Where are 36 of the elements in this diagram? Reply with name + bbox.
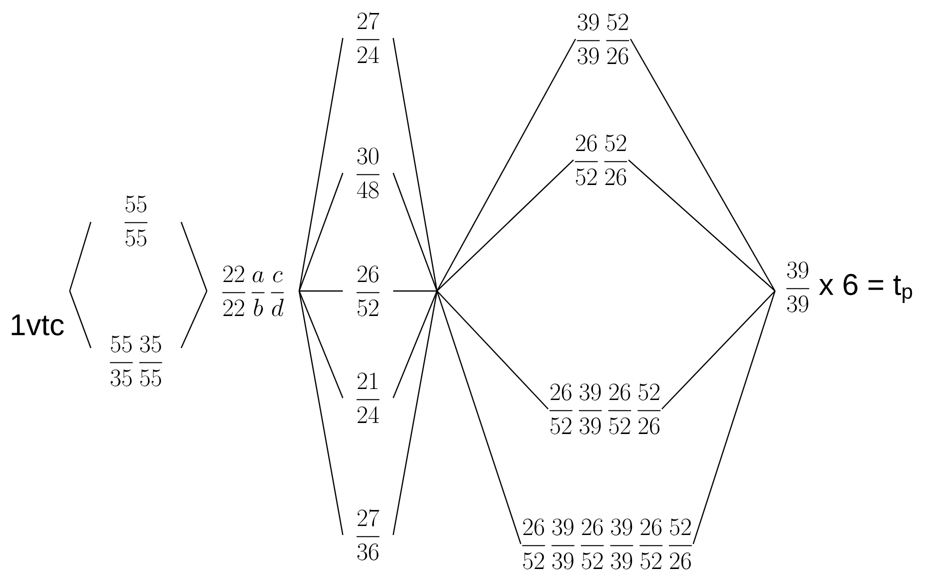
fraction-group: $\frac{39}{39}\,\frac{52}{26}$ xyxy=(576,14,630,64)
connector-line xyxy=(393,290,437,292)
label-text: 1vtc xyxy=(12,314,64,336)
connector-line xyxy=(298,172,344,292)
connector-line xyxy=(692,290,776,544)
fraction-group: $\frac{26}{52}\,\frac{52}{26}$ xyxy=(574,134,628,186)
fraction-group: $\frac{26}{52}\,\frac{39}{39}\,\frac{26}{52}\,\frac{52}{26}$ xyxy=(550,384,660,434)
connector-line xyxy=(436,290,522,544)
fraction-group: $\frac{26}{52}$ xyxy=(356,266,380,316)
connector-line xyxy=(630,38,776,292)
fraction-group: $\frac{22}{22}\,\frac{a}{b}\,\frac{c}{d}$ xyxy=(222,266,284,316)
fraction-group: $\frac{27}{24}$ xyxy=(356,12,380,63)
connector-line xyxy=(661,290,776,410)
fraction-group: $\frac{30}{48}$ xyxy=(356,148,380,198)
connector-line xyxy=(628,160,776,292)
fraction-group: $\frac{21}{24}$ xyxy=(356,372,380,423)
connector-line xyxy=(180,290,208,348)
connector-line xyxy=(436,290,549,410)
connector-line xyxy=(180,222,208,292)
formula-text: $\frac{39}{39}$ x 6 = t$_{p}$ xyxy=(786,262,912,312)
fraction-group: $\frac{55}{35}\,\frac{35}{55}$ xyxy=(110,336,162,386)
fraction-group: $\frac{55}{55}$ xyxy=(124,196,148,246)
connector-line xyxy=(436,160,574,292)
connector-line xyxy=(436,38,576,292)
connector-line xyxy=(299,290,343,292)
connector-line xyxy=(69,222,92,292)
connector-line xyxy=(392,290,438,536)
connector-line xyxy=(298,38,344,292)
connector-line xyxy=(298,290,344,398)
fraction-group: $\frac{26}{52}\,\frac{39}{39}\,\frac{26}{52}\,\frac{39}{39}\,\frac{26}{52}\,\frac{52}{26}$ xyxy=(522,518,692,570)
connector-line xyxy=(69,290,92,348)
connector-line xyxy=(392,38,438,292)
connector-line xyxy=(392,172,438,292)
connector-line xyxy=(298,290,344,536)
connector-line xyxy=(392,290,438,398)
fraction-group: $\frac{27}{36}$ xyxy=(356,509,380,560)
